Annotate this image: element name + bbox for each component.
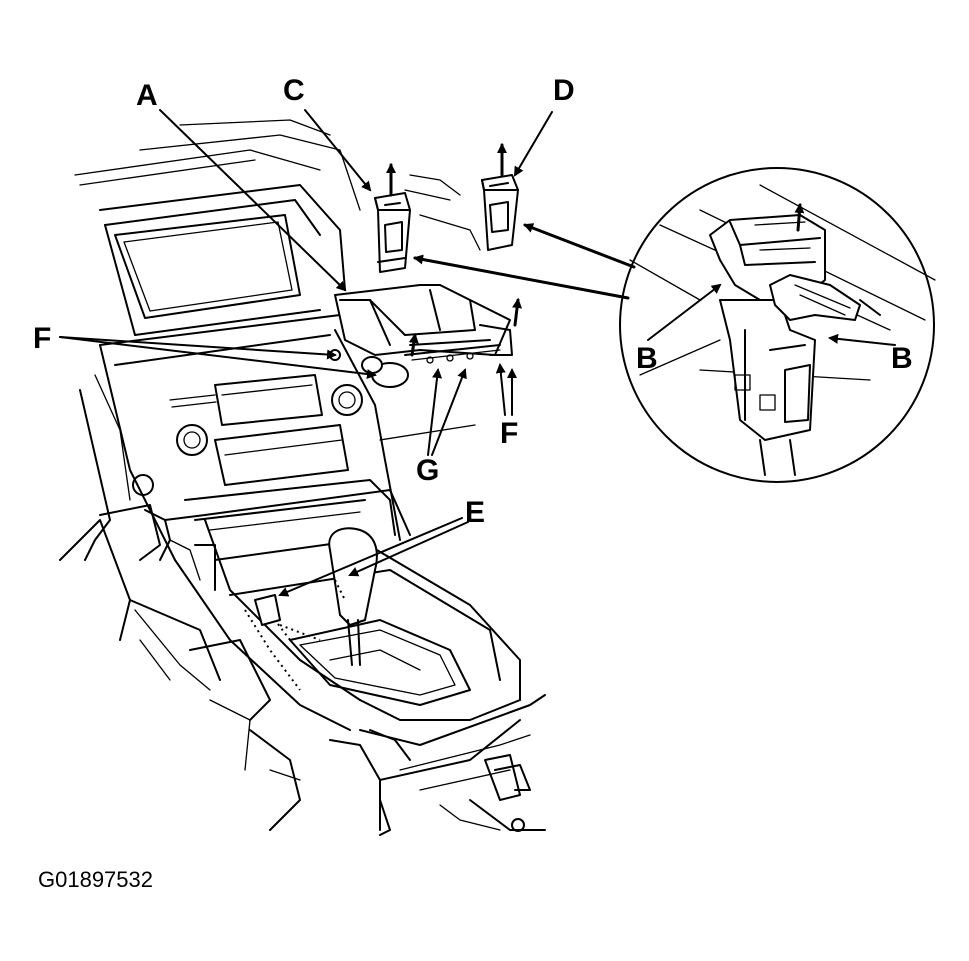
label-c: C xyxy=(283,74,305,107)
removal-arrows xyxy=(386,143,805,357)
figure-code: G01897532 xyxy=(38,867,153,892)
switch-d xyxy=(481,174,519,251)
label-b-right: B xyxy=(891,342,913,375)
dashboard-outline xyxy=(74,119,481,336)
label-e: E xyxy=(465,496,485,529)
shift-console xyxy=(164,489,546,746)
console-base xyxy=(329,719,546,836)
label-g: G xyxy=(416,454,439,487)
label-a: A xyxy=(136,79,158,112)
label-d: D xyxy=(553,74,575,107)
label-f-right: F xyxy=(500,417,518,450)
left-dash-side xyxy=(59,374,301,831)
detail-inset xyxy=(619,167,936,483)
label-b-left: B xyxy=(636,342,658,375)
label-f-left: F xyxy=(33,322,51,355)
leader-lines xyxy=(59,109,896,597)
switch-c xyxy=(374,192,411,273)
